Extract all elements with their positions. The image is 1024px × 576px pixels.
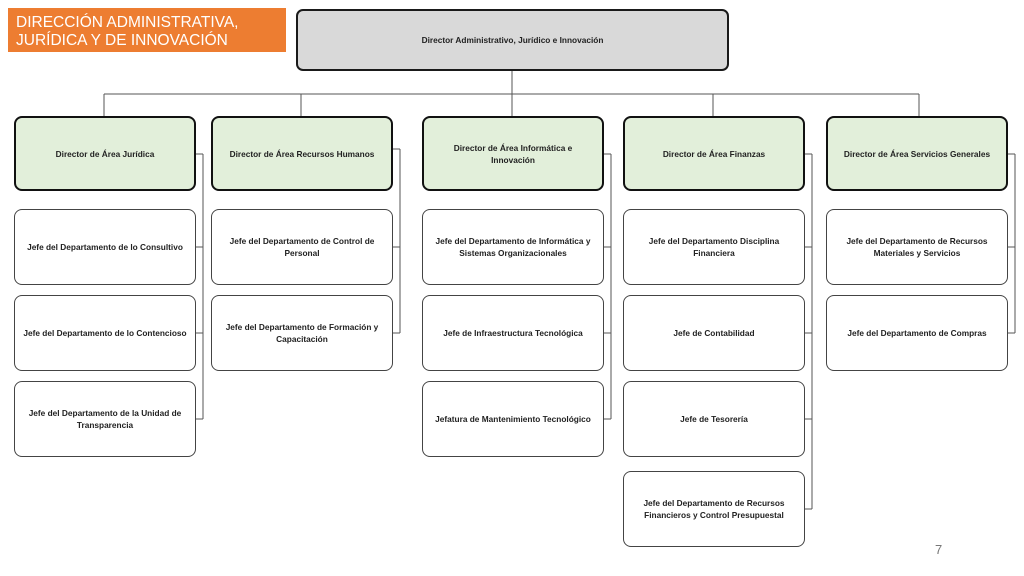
area-informatica: Director de Área Informática e Innovació… [422, 116, 604, 191]
dept-contabilidad: Jefe de Contabilidad [623, 295, 805, 371]
dept-control-personal: Jefe del Departamento de Control de Pers… [211, 209, 393, 285]
dept-disciplina-financiera: Jefe del Departamento Disciplina Financi… [623, 209, 805, 285]
page-number: 7 [935, 542, 943, 557]
dept-contencioso: Jefe del Departamento de lo Contencioso [14, 295, 196, 371]
dept-transparencia: Jefe del Departamento de la Unidad de Tr… [14, 381, 196, 457]
dept-infraestructura: Jefe de Infraestructura Tecnológica [422, 295, 604, 371]
dept-informatica-sistemas: Jefe del Departamento de Informática y S… [422, 209, 604, 285]
dept-tesoreria: Jefe de Tesorería [623, 381, 805, 457]
dept-recursos-materiales: Jefe del Departamento de Recursos Materi… [826, 209, 1008, 285]
area-finanzas: Director de Área Finanzas [623, 116, 805, 191]
dept-formacion: Jefe del Departamento de Formación y Cap… [211, 295, 393, 371]
dept-mantenimiento: Jefatura de Mantenimiento Tecnológico [422, 381, 604, 457]
dept-compras: Jefe del Departamento de Compras [826, 295, 1008, 371]
slide-title: DIRECCIÓN ADMINISTRATIVA, JURÍDICA Y DE … [8, 8, 286, 52]
dept-recursos-financieros: Jefe del Departamento de Recursos Financ… [623, 471, 805, 547]
area-servicios-generales: Director de Área Servicios Generales [826, 116, 1008, 191]
area-recursos-humanos: Director de Área Recursos Humanos [211, 116, 393, 191]
dept-consultivo: Jefe del Departamento de lo Consultivo [14, 209, 196, 285]
area-juridica: Director de Área Jurídica [14, 116, 196, 191]
director-box: Director Administrativo, Jurídico e Inno… [296, 9, 729, 71]
